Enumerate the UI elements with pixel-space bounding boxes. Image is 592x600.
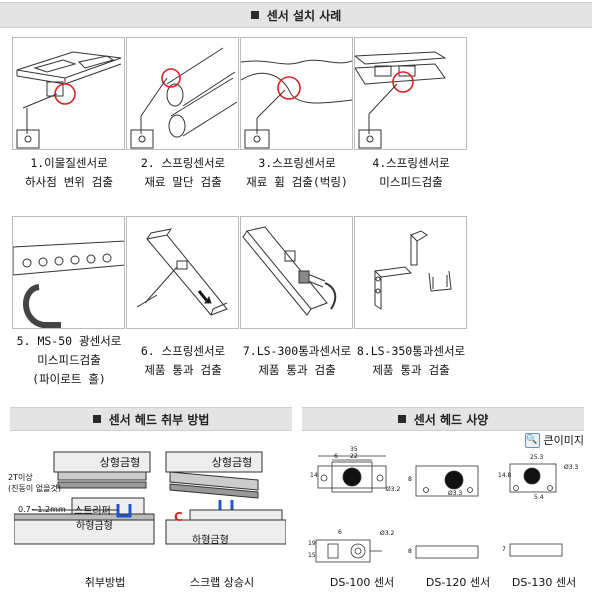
dim-b-h: 8 <box>408 476 412 483</box>
dim-b-hole: Ø3.3 <box>448 490 463 497</box>
scrap-marker: C <box>174 510 183 524</box>
bullet-square-icon <box>397 415 406 423</box>
dim-a-h: 14 <box>310 472 318 479</box>
dim-a-top: 35 <box>350 446 358 453</box>
section-install-title: 센서 설치 사례 <box>266 8 342 23</box>
upper-die-label-left: 상형금형 <box>99 456 141 469</box>
bullet-square-icon <box>92 415 101 423</box>
stripper-label: 스트리퍼 <box>74 506 111 517</box>
dim-a-left: 6 <box>334 453 338 460</box>
case-image-3 <box>240 37 353 150</box>
section-install-header: 센서 설치 사례 <box>0 2 592 28</box>
case-image-4 <box>354 37 467 150</box>
case-image-7 <box>240 216 353 329</box>
zoom-image-button[interactable]: 🔍 큰이미지 <box>524 432 584 448</box>
dim-c-top: 25.3 <box>530 454 544 461</box>
dim-c-bot: 5.4 <box>534 494 544 501</box>
dim-a-hole: Ø3.2 <box>386 486 401 493</box>
case-image-2 <box>126 37 239 150</box>
magnifier-icon: 🔍 <box>524 432 540 448</box>
dim-c-hole: Ø3.3 <box>564 464 579 471</box>
section-spec-header: 센서 헤드 사양 <box>302 407 584 431</box>
vibration-note: (진동이 없을것) <box>8 484 61 493</box>
section-spec-title: 센서 헤드 사양 <box>413 412 489 427</box>
mount-diagram <box>14 451 286 545</box>
lower-die-label-right: 하형금형 <box>192 535 229 546</box>
dim-a-side-h1: 19 <box>308 540 316 547</box>
thickness-note: 2T이상 <box>8 473 33 482</box>
dim-c-side: 7 <box>502 546 506 553</box>
spec-diagram <box>315 455 563 563</box>
dim-a-side-w: 6 <box>338 529 342 536</box>
section-mount-header: 센서 헤드 취부 방법 <box>10 407 292 431</box>
dim-a-side-hole: Ø3.2 <box>380 530 395 537</box>
dim-c-h: 14.8 <box>498 472 512 479</box>
zoom-image-label: 큰이미지 <box>543 434 584 447</box>
case-image-8 <box>354 216 467 329</box>
model-ds130: DS-130 센서 <box>511 576 577 589</box>
upper-die-label-right: 상형금형 <box>211 456 253 469</box>
model-ds100: DS-100 센서 <box>329 576 395 589</box>
dim-a-side-h2: 15 <box>308 552 316 559</box>
case-image-1 <box>12 37 125 150</box>
mount-caption-left: 취부방법 <box>84 576 126 589</box>
model-ds120: DS-120 센서 <box>425 576 491 589</box>
dim-a-mid: 22 <box>350 453 358 460</box>
case-image-6 <box>126 216 239 329</box>
section-mount-title: 센서 헤드 취부 방법 <box>108 412 210 427</box>
bullet-square-icon <box>250 11 259 19</box>
dim-b-side: 8 <box>408 548 412 555</box>
lower-die-label-left: 하형금형 <box>76 521 113 532</box>
case-image-5 <box>12 216 125 329</box>
gap-note: 0.7~1.2mm <box>18 505 66 514</box>
mount-caption-right: 스크랩 상승시 <box>189 576 255 589</box>
